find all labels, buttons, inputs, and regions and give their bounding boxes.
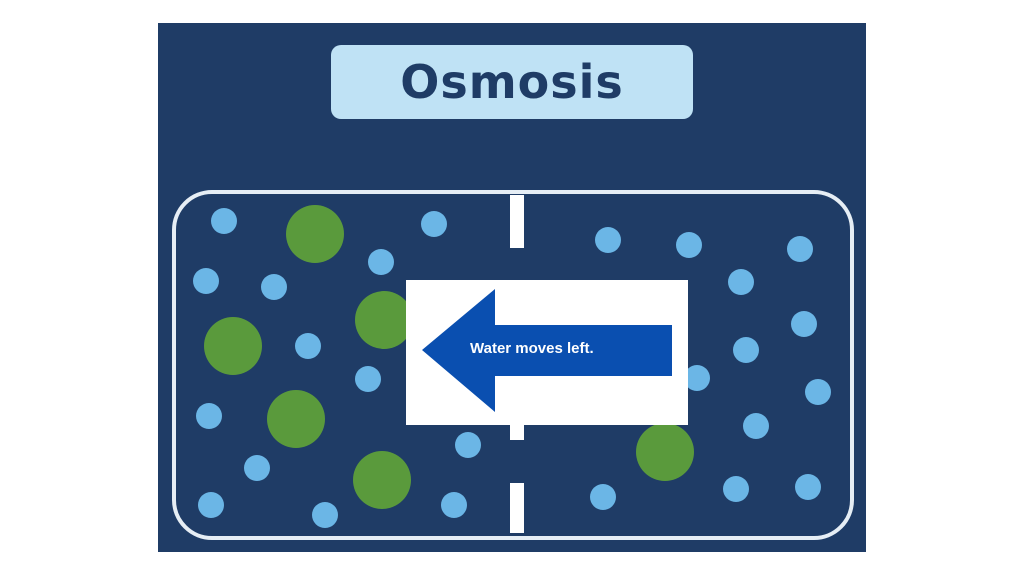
container-outline xyxy=(172,190,854,540)
water-molecule xyxy=(198,492,224,518)
water-molecule xyxy=(368,249,394,275)
water-molecule xyxy=(795,474,821,500)
water-molecule xyxy=(211,208,237,234)
diagram-title: Osmosis xyxy=(400,55,624,109)
water-molecule xyxy=(791,311,817,337)
solute-particle xyxy=(636,423,694,481)
membrane-segment xyxy=(510,420,524,440)
title-box: Osmosis xyxy=(331,45,693,119)
water-molecule xyxy=(728,269,754,295)
water-molecule xyxy=(723,476,749,502)
water-molecule xyxy=(787,236,813,262)
water-molecule xyxy=(743,413,769,439)
water-molecule xyxy=(312,502,338,528)
arrow-shape xyxy=(422,289,672,412)
water-molecule xyxy=(196,403,222,429)
water-molecule xyxy=(193,268,219,294)
water-molecule xyxy=(421,211,447,237)
water-molecule xyxy=(595,227,621,253)
water-molecule xyxy=(590,484,616,510)
arrow-label: Water moves left. xyxy=(470,340,594,357)
solute-particle xyxy=(204,317,262,375)
water-molecule xyxy=(733,337,759,363)
water-molecule xyxy=(441,492,467,518)
water-molecule xyxy=(244,455,270,481)
solute-particle xyxy=(353,451,411,509)
water-molecule xyxy=(684,365,710,391)
water-molecule xyxy=(295,333,321,359)
solute-particle xyxy=(286,205,344,263)
water-molecule xyxy=(676,232,702,258)
water-molecule xyxy=(805,379,831,405)
water-molecule xyxy=(455,432,481,458)
solute-particle xyxy=(267,390,325,448)
water-molecule xyxy=(355,366,381,392)
solute-particle xyxy=(355,291,413,349)
membrane xyxy=(510,195,524,533)
membrane-segment xyxy=(510,195,524,248)
membrane-segment xyxy=(510,483,524,533)
water-molecule xyxy=(261,274,287,300)
